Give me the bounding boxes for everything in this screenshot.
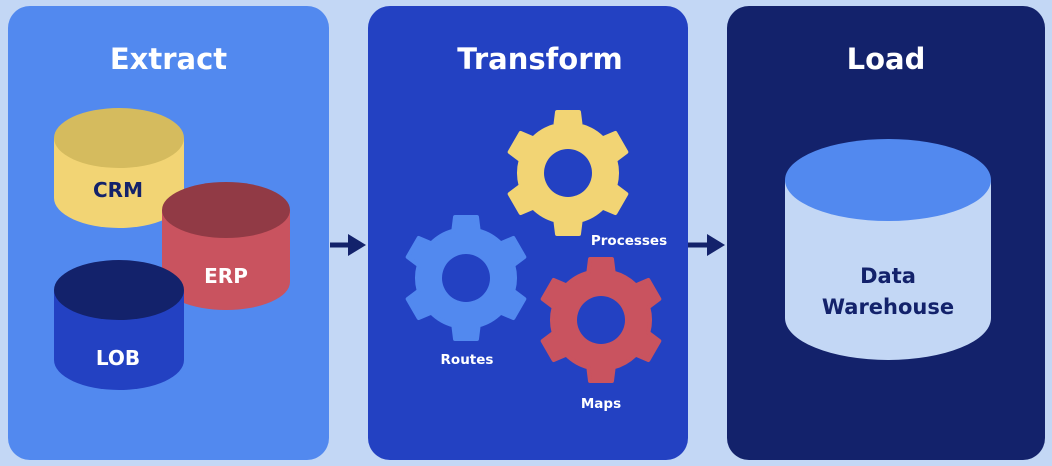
gear-hole: [442, 254, 490, 302]
processes-gear-icon: [507, 109, 629, 237]
maps-label: Maps: [581, 396, 621, 412]
crm-database-icon: CRM: [54, 108, 184, 228]
routes-label: Routes: [441, 352, 494, 368]
erp-database-icon: ERP: [162, 182, 290, 310]
data-warehouse-database-icon: Data Warehouse: [785, 139, 991, 360]
arrow-right-icon: [330, 234, 366, 256]
crm-label: CRM: [93, 178, 143, 202]
extract-panel: Extract CRM ERP LOB: [8, 6, 329, 460]
maps-gear-icon: [540, 256, 662, 384]
lob-label: LOB: [96, 346, 140, 370]
arrow-right-icon: [688, 234, 725, 256]
processes-label: Processes: [591, 233, 667, 249]
data-warehouse-label-line2: Warehouse: [822, 295, 954, 319]
erp-label: ERP: [204, 264, 248, 288]
load-title: Load: [847, 42, 926, 76]
load-panel: Load Data Warehouse: [727, 6, 1045, 460]
routes-gear-icon: [405, 214, 527, 342]
lob-database-icon: LOB: [54, 260, 184, 390]
transform-panel: Transform Processes Routes Maps: [368, 6, 688, 460]
gear-hole: [577, 296, 625, 344]
data-warehouse-label-line1: Data: [860, 264, 916, 288]
extract-title: Extract: [110, 42, 227, 76]
transform-title: Transform: [457, 42, 622, 76]
gear-hole: [544, 149, 592, 197]
